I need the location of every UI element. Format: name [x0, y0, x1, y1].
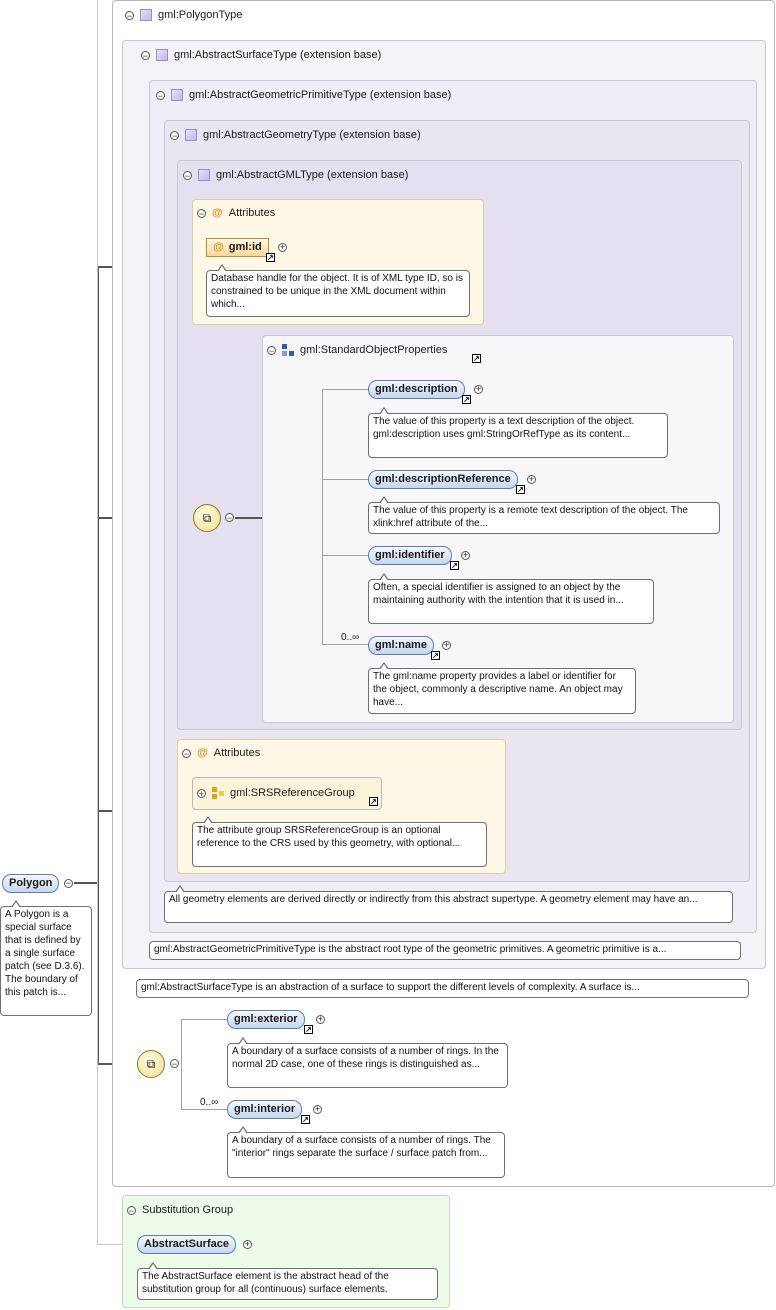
reference-icon[interactable]: ↗	[304, 1025, 313, 1034]
attribute-label: gml:id	[228, 241, 262, 253]
collapse-toggle[interactable]: −	[267, 345, 276, 356]
attributes-title: Attributes	[213, 747, 261, 759]
annotation-note: The value of this property is a text des…	[368, 407, 668, 458]
annotation-note: The AbstractSurface element is the abstr…	[137, 1262, 438, 1300]
annotation-note: A boundary of a surface consists of a nu…	[227, 1126, 505, 1178]
attribute-group-ref[interactable]: + gml:SRSReferenceGroup	[192, 777, 382, 810]
expand-icon[interactable]: +	[243, 1239, 252, 1249]
reference-icon[interactable]: ↗	[516, 485, 525, 494]
collapse-toggle[interactable]: −	[197, 208, 206, 219]
connector-line	[322, 390, 323, 644]
group-icon	[282, 344, 294, 356]
connector-line	[322, 479, 368, 480]
type-title: gml:AbstractGeometricPrimitiveType (exte…	[189, 89, 452, 101]
reference-icon[interactable]: ↗	[450, 561, 459, 570]
connector-line	[181, 1019, 182, 1109]
gml-description-element[interactable]: gml:description	[368, 380, 465, 399]
type-title: gml:PolygonType	[158, 9, 243, 21]
connector-line	[181, 1109, 227, 1110]
annotation-note: The value of this property is a remote t…	[368, 496, 720, 534]
reference-icon[interactable]: ↗	[266, 253, 275, 262]
annotation-note: Often, a special identifier is assigned …	[368, 573, 654, 624]
connector-line	[235, 517, 277, 519]
expand-icon[interactable]: +	[461, 550, 470, 560]
abstract-surface-element[interactable]: AbstractSurface	[137, 1235, 236, 1254]
collapse-toggle[interactable]: −	[225, 513, 234, 523]
multiplicity-label: 0..∞	[341, 632, 360, 643]
attribute-icon: @	[213, 241, 224, 253]
reference-icon[interactable]: ↗	[301, 1115, 310, 1124]
gml-name-element[interactable]: gml:name	[368, 636, 434, 655]
type-title: gml:AbstractGeometryType (extension base…	[203, 129, 421, 141]
collapse-toggle[interactable]: −	[125, 10, 134, 21]
expand-icon[interactable]: +	[313, 1104, 322, 1114]
attribute-group-icon	[212, 787, 224, 799]
collapse-icon[interactable]: −	[64, 878, 73, 888]
polygon-element[interactable]: Polygon	[2, 874, 60, 893]
type-title: gml:AbstractGMLType (extension base)	[216, 169, 409, 181]
annotation-note: The gml:name property provides a label o…	[368, 662, 636, 714]
attributes-title: Attributes	[228, 207, 276, 219]
geometry-type-note: All geometry elements are derived direct…	[164, 885, 733, 923]
multiplicity-label: 0..∞	[200, 1097, 219, 1108]
connector-line	[181, 1019, 227, 1020]
connector-line	[322, 389, 368, 390]
annotation-note: Database handle for the object. It is of…	[206, 264, 470, 317]
reference-icon[interactable]: ↗	[472, 354, 481, 363]
expand-icon[interactable]: +	[316, 1014, 325, 1024]
complex-type-icon	[171, 89, 183, 101]
expand-icon[interactable]: +	[278, 242, 287, 252]
connector-line	[97, 0, 98, 1245]
sequence-icon[interactable]: ⧉	[193, 504, 221, 532]
expand-icon[interactable]: +	[527, 474, 536, 484]
attribute-icon: @	[212, 207, 223, 219]
reference-icon[interactable]: ↗	[369, 797, 378, 806]
collapse-toggle[interactable]: −	[141, 50, 150, 61]
complex-type-icon	[140, 9, 152, 21]
connector-line	[97, 266, 99, 1064]
complex-type-icon	[185, 129, 197, 141]
expand-toggle[interactable]: +	[197, 788, 206, 799]
surface-type-note: gml:AbstractSurfaceType is an abstractio…	[136, 979, 749, 998]
collapse-toggle[interactable]: −	[183, 170, 192, 181]
polygon-note: A Polygon is a special surface that is d…	[0, 900, 92, 1016]
collapse-toggle[interactable]: −	[170, 130, 179, 141]
collapse-toggle[interactable]: −	[182, 748, 191, 759]
reference-icon[interactable]: ↗	[462, 395, 471, 404]
group-title: gml:StandardObjectProperties	[300, 344, 448, 356]
annotation-note: A boundary of a surface consists of a nu…	[227, 1037, 508, 1088]
connector-line	[322, 644, 368, 645]
gml-interior-element[interactable]: gml:interior	[227, 1100, 303, 1119]
reference-icon[interactable]: ↗	[431, 651, 440, 660]
collapse-toggle[interactable]: −	[170, 1059, 179, 1069]
collapse-toggle[interactable]: −	[127, 1205, 136, 1216]
collapse-toggle[interactable]: −	[156, 90, 165, 101]
connector-line	[322, 555, 368, 556]
complex-type-icon	[156, 49, 168, 61]
expand-icon[interactable]: +	[442, 640, 451, 650]
gml-identifier-element[interactable]: gml:identifier	[368, 546, 452, 565]
attribute-group-label: gml:SRSReferenceGroup	[230, 787, 355, 799]
gml-exterior-element[interactable]: gml:exterior	[227, 1010, 305, 1029]
attribute-icon: @	[197, 747, 208, 759]
gml-description-reference-element[interactable]: gml:descriptionReference	[368, 470, 518, 489]
type-title: gml:AbstractSurfaceType (extension base)	[174, 49, 382, 61]
gml-id-attribute[interactable]: @ gml:id	[206, 238, 269, 257]
complex-type-icon	[198, 169, 210, 181]
primitive-type-note: gml:AbstractGeometricPrimitiveType is th…	[149, 941, 741, 960]
annotation-note: The attribute group SRSReferenceGroup is…	[192, 816, 487, 867]
connector-line	[74, 882, 98, 884]
substitution-title: Substitution Group	[142, 1204, 234, 1216]
expand-icon[interactable]: +	[474, 384, 483, 394]
connector-line	[97, 1244, 137, 1245]
sequence-icon[interactable]: ⧉	[137, 1050, 165, 1078]
